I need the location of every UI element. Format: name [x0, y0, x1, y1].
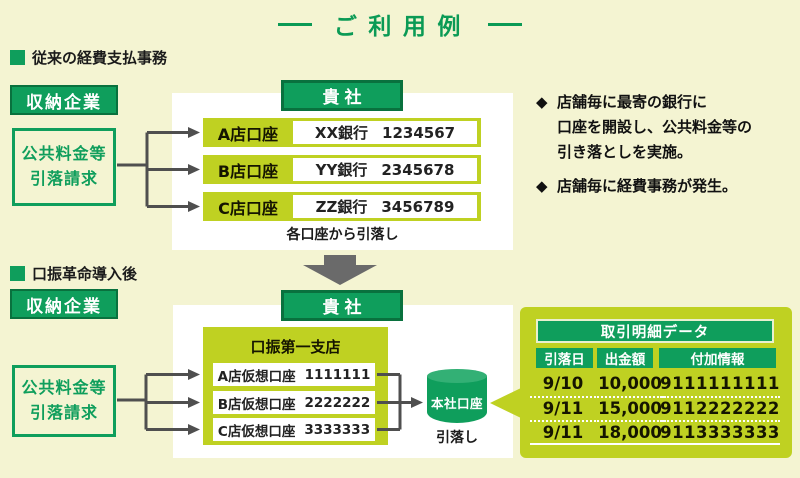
row-separator	[660, 396, 780, 398]
row-separator	[594, 420, 666, 422]
diamond-icon: ◆	[536, 93, 548, 111]
company-label: 貴社	[322, 298, 367, 318]
head-office-account-cylinder: 本社口座	[427, 369, 487, 425]
column-header-amount: 出金額	[597, 348, 653, 368]
note-item: ◆ 店舗毎に最寄の銀行に 口座を開設し、公共料金等の 引き落としを実施。	[536, 90, 794, 165]
row-separator	[660, 420, 780, 422]
request-line1: 公共料金等	[21, 144, 107, 164]
cell-date: 9/11	[542, 423, 584, 442]
virtual-account-number: 2222222	[304, 394, 371, 411]
cell-amount: 15,000	[598, 399, 662, 418]
account-row-c: C店口座 ZZ銀行 3456789	[203, 192, 481, 221]
note-line: 店舗毎に最寄の銀行に	[557, 93, 708, 111]
cylinder-top	[427, 369, 487, 383]
account-number: 2345678	[381, 160, 455, 179]
note-line: 店舗毎に経費事務が発生。	[557, 177, 738, 195]
virtual-account-number: 3333333	[304, 421, 371, 438]
row-separator	[530, 396, 596, 398]
cell-amount: 18,000	[598, 423, 662, 442]
section1-heading: 従来の経費支払事務	[10, 47, 167, 68]
account-value: YY銀行 2345678	[293, 158, 477, 181]
account-number: 1234567	[382, 123, 456, 142]
title-rule-right	[487, 22, 522, 26]
note-line: 引き落としを実施。	[557, 143, 693, 161]
transaction-detail-table: 取引明細データ 引落日 出金額 付加情報 9/10 10,000 9111111…	[520, 307, 792, 458]
table-title: 取引明細データ	[536, 319, 774, 343]
section2-payee-box: 収納企業	[10, 289, 118, 319]
account-label: B店口座	[217, 161, 279, 181]
section1-company-box: 貴社	[281, 80, 403, 111]
cylinder-body	[427, 376, 487, 423]
page-title: ご利用例	[333, 14, 472, 40]
account-value: XX銀行 1234567	[293, 121, 477, 144]
cell-info: 9113333333	[660, 423, 780, 442]
account-row-a: A店口座 XX銀行 1234567	[203, 118, 481, 147]
cell-amount: 10,000	[598, 374, 662, 393]
virtual-account-row-c: C店仮想口座 3333333	[213, 418, 375, 441]
title-rule-left	[278, 22, 313, 26]
request-line1: 公共料金等	[21, 378, 107, 398]
table-row: 9/11 15,000 9112222222	[520, 399, 792, 418]
table-row: 9/10 10,000 9111111111	[520, 374, 792, 393]
bank-name: ZZ銀行	[315, 198, 368, 216]
virtual-account-row-a: A店仮想口座 1111111	[213, 363, 375, 386]
account-value: ZZ銀行 3456789	[293, 195, 477, 218]
branch-box: 口振第一支店 A店仮想口座 1111111 B店仮想口座 2222222 C店仮…	[203, 327, 388, 445]
row-underline	[530, 443, 596, 445]
note-line: 口座を開設し、公共料金等の	[557, 118, 753, 136]
company-label: 貴社	[322, 88, 367, 108]
row-underline	[660, 443, 780, 445]
cell-date: 9/11	[542, 399, 584, 418]
account-row-b: B店口座 YY銀行 2345678	[203, 155, 481, 184]
bank-name: YY銀行	[315, 161, 368, 179]
bank-name: XX銀行	[314, 124, 369, 142]
column-header-info: 付加情報	[659, 348, 776, 368]
row-separator	[530, 420, 596, 422]
branch-title: 口振第一支店	[250, 338, 341, 356]
section1-request-box: 公共料金等 引落請求	[12, 128, 116, 206]
table-pointer-triangle	[490, 388, 521, 418]
square-bullet-icon	[10, 266, 25, 281]
payee-label: 収納企業	[26, 296, 102, 317]
request-line2: 引落請求	[29, 169, 98, 188]
section2-request-box: 公共料金等 引落請求	[12, 365, 116, 437]
payee-label: 収納企業	[26, 92, 102, 113]
virtual-account-row-b: B店仮想口座 2222222	[213, 391, 375, 414]
section2-heading-label: 口振革命導入後	[32, 265, 138, 283]
section1-caption: 各口座から引落し	[286, 227, 399, 243]
table-row: 9/11 18,000 9113333333	[520, 423, 792, 442]
account-label: C店口座	[218, 198, 278, 218]
page-title-row: ご利用例	[0, 10, 800, 40]
account-number: 3456789	[381, 197, 455, 216]
diamond-icon: ◆	[536, 177, 548, 195]
section1-heading-label: 従来の経費支払事務	[32, 49, 168, 67]
row-separator	[594, 396, 666, 398]
section2-company-box: 貴社	[281, 290, 403, 321]
cylinder-label: 本社口座	[430, 396, 483, 411]
cell-date: 9/10	[542, 374, 584, 393]
account-label: A店口座	[217, 124, 279, 144]
cylinder-caption: 引落し	[436, 430, 478, 446]
note-text: 店舗毎に経費事務が発生。	[557, 174, 794, 199]
section2-heading: 口振革命導入後	[10, 263, 137, 284]
down-arrow-icon	[303, 255, 377, 285]
section1-notes: ◆ 店舗毎に最寄の銀行に 口座を開設し、公共料金等の 引き落としを実施。 ◆ 店…	[536, 90, 794, 208]
virtual-account-label: C店仮想口座	[217, 423, 296, 440]
virtual-account-number: 1111111	[304, 366, 371, 383]
note-item: ◆ 店舗毎に経費事務が発生。	[536, 174, 794, 199]
request-line2: 引落請求	[29, 403, 98, 422]
square-bullet-icon	[10, 50, 25, 65]
column-header-date: 引落日	[536, 348, 593, 368]
cell-info: 9112222222	[660, 399, 780, 418]
virtual-account-label: B店仮想口座	[217, 396, 296, 413]
note-text: 店舗毎に最寄の銀行に 口座を開設し、公共料金等の 引き落としを実施。	[557, 90, 794, 165]
cell-info: 9111111111	[660, 374, 780, 393]
virtual-account-label: A店仮想口座	[217, 368, 296, 385]
row-underline	[594, 443, 666, 445]
section1-payee-box: 収納企業	[10, 85, 118, 115]
